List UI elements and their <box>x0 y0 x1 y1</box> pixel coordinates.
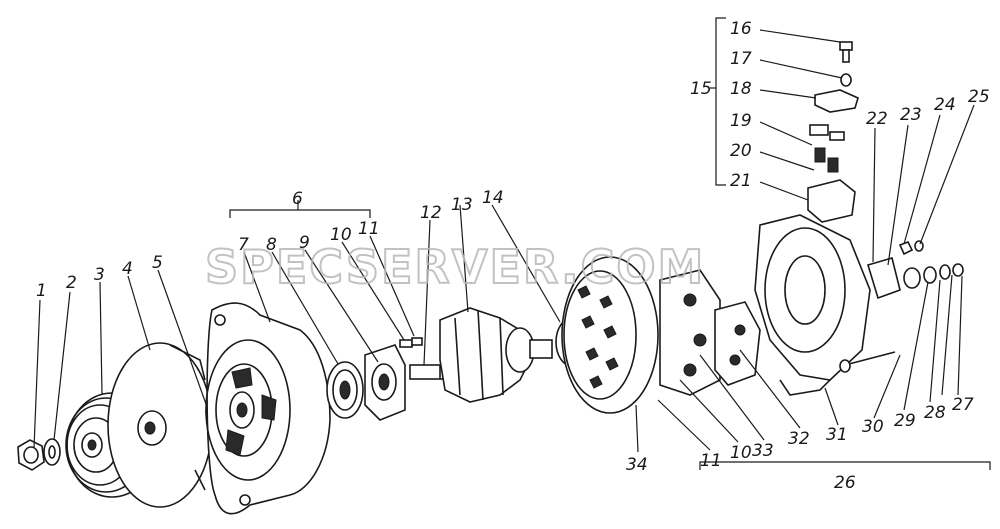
callout-11-lower: 11 <box>700 451 722 471</box>
callout-labels: 1 2 3 4 5 6 7 8 9 10 11 12 13 14 15 16 1… <box>36 19 990 493</box>
part-10-screw <box>399 339 413 348</box>
callout-6: 6 <box>292 189 303 209</box>
callout-7: 7 <box>238 235 249 255</box>
part-18-holder-plate <box>814 89 859 113</box>
callout-23: 23 <box>900 105 922 125</box>
callout-19: 19 <box>730 111 752 131</box>
callout-26: 26 <box>834 473 856 493</box>
part-7-front-cover <box>205 302 331 515</box>
leader-lines <box>33 17 991 470</box>
part-23-bushing <box>903 267 921 289</box>
callout-21: 21 <box>730 171 752 191</box>
callout-20: 20 <box>730 141 752 161</box>
callout-22: 22 <box>866 109 888 129</box>
part-21-brush-holder <box>807 179 856 223</box>
callout-3: 3 <box>94 265 105 285</box>
part-9-bearing-cap <box>364 344 406 421</box>
callout-32: 32 <box>788 429 810 449</box>
callout-28: 28 <box>924 403 946 423</box>
part-13-rotor <box>439 307 553 403</box>
callout-18: 18 <box>730 79 752 99</box>
part-30-bolt <box>839 351 896 373</box>
callout-27: 27 <box>952 395 974 415</box>
callout-25: 25 <box>968 87 990 107</box>
callout-33: 33 <box>752 441 774 461</box>
part-1-nut <box>17 439 45 471</box>
part-28-29-washers <box>923 263 964 284</box>
callout-17: 17 <box>730 49 752 69</box>
part-33-rectifier <box>659 269 721 396</box>
callout-10-lower: 10 <box>730 443 752 463</box>
callout-34: 34 <box>626 455 648 475</box>
part-32-diode-plate <box>714 301 761 386</box>
part-22-gasket <box>866 256 901 300</box>
callout-5: 5 <box>152 253 163 273</box>
callout-29: 29 <box>894 411 916 431</box>
part-34-stator <box>561 256 659 414</box>
callout-24: 24 <box>934 95 956 115</box>
part-25-washer <box>914 240 924 252</box>
part-20-brush <box>814 147 839 173</box>
part-19-brush <box>809 124 845 141</box>
callout-11: 11 <box>358 219 380 239</box>
part-4-fan <box>107 342 216 508</box>
part-11-screw <box>411 337 423 346</box>
part-31-rear-cover <box>754 214 871 396</box>
part-8-bearing <box>326 361 364 419</box>
part-17-washer <box>840 73 852 87</box>
callout-9: 9 <box>299 233 310 253</box>
callout-12: 12 <box>420 203 442 223</box>
callout-31: 31 <box>826 425 848 445</box>
callout-4: 4 <box>122 259 133 279</box>
part-24-nut <box>898 240 914 256</box>
callout-30: 30 <box>862 417 884 437</box>
callout-10: 10 <box>330 225 352 245</box>
callout-13: 13 <box>451 195 473 215</box>
callout-2: 2 <box>66 273 77 293</box>
watermark-text: SPECSERVER.COM <box>205 240 705 294</box>
callout-16: 16 <box>730 19 752 39</box>
callout-14: 14 <box>482 188 504 208</box>
part-16-screw <box>839 41 853 63</box>
callout-8: 8 <box>266 235 277 255</box>
part-2-washer <box>43 438 61 466</box>
callout-15: 15 <box>690 79 712 99</box>
callout-1: 1 <box>36 281 47 301</box>
